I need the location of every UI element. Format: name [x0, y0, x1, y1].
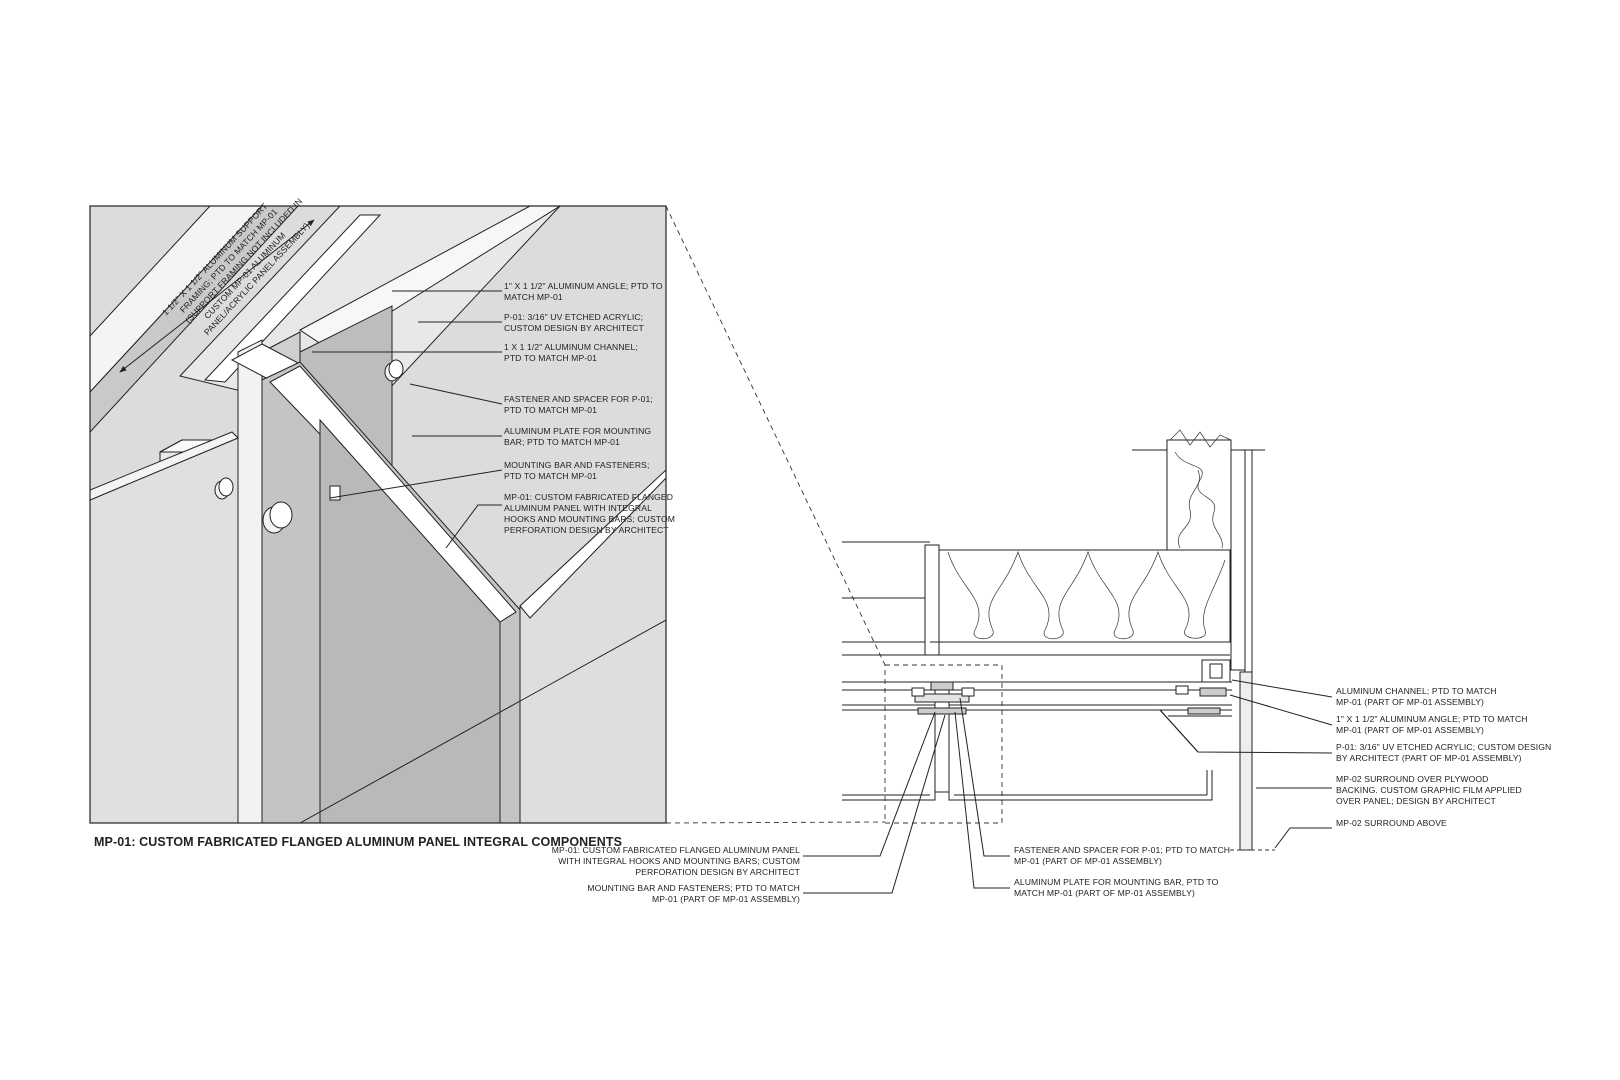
svg-text:PTD TO MATCH MP-01: PTD TO MATCH MP-01 [504, 471, 597, 481]
iso-callout-acrylic: P-01: 3/16" UV ETCHED ACRYLIC; [504, 312, 643, 322]
callout-fastener-section: FASTENER AND SPACER FOR P-01; PTD TO MAT… [1014, 845, 1230, 855]
section-leaders-right [1159, 679, 1333, 849]
section-view: ALUMINUM CHANNEL; PTD TO MATCH MP-01 (PA… [552, 429, 1551, 904]
svg-text:PERFORATION DESIGN BY ARCHITEC: PERFORATION DESIGN BY ARCHITECT [504, 525, 669, 535]
iso-leaders [312, 290, 503, 549]
svg-text:BAR; PTD TO MATCH MP-01: BAR; PTD TO MATCH MP-01 [504, 437, 620, 447]
svg-text:PTD TO MATCH MP-01: PTD TO MATCH MP-01 [504, 353, 597, 363]
wall-stud [1230, 449, 1246, 671]
svg-text:MATCH MP-01 (PART OF MP-01 ASS: MATCH MP-01 (PART OF MP-01 ASSEMBLY) [1014, 888, 1195, 898]
svg-text:PTD TO MATCH MP-01: PTD TO MATCH MP-01 [504, 405, 597, 415]
enlargement-lines [665, 205, 1003, 824]
section-callouts-right: ALUMINUM CHANNEL; PTD TO MATCH MP-01 (PA… [1336, 686, 1551, 828]
mp01-panel-left [90, 437, 239, 823]
svg-text:WITH INTEGRAL HOOKS AND MOUNTI: WITH INTEGRAL HOOKS AND MOUNTING BARS; C… [558, 856, 800, 866]
svg-text:OVER PANEL; DESIGN BY ARCHITEC: OVER PANEL; DESIGN BY ARCHITECT [1336, 796, 1497, 806]
mounting-bar [911, 681, 1221, 793]
svg-text:CUSTOM DESIGN BY ARCHITECT: CUSTOM DESIGN BY ARCHITECT [504, 323, 644, 333]
framing-dimension-arrow [119, 219, 315, 373]
iso-callout-mounting-bar: MOUNTING BAR AND FASTENERS; [504, 460, 649, 470]
callout-plate-section: ALUMINUM PLATE FOR MOUNTING BAR, PTD TO [1014, 877, 1219, 887]
mounting-plate [237, 339, 263, 823]
wall-insulation [1166, 439, 1232, 553]
svg-text:ALUMINUM PANEL WITH INTEGRAL: ALUMINUM PANEL WITH INTEGRAL [504, 503, 652, 513]
iso-callout-angle: 1" X 1 1/2" ALUMINUM ANGLE; PTD TO [504, 281, 663, 291]
iso-callout-fastener: FASTENER AND SPACER FOR P-01; [504, 394, 653, 404]
iso-callout-plate: ALUMINUM PLATE FOR MOUNTING [504, 426, 651, 436]
aluminum-angle [1199, 687, 1227, 697]
enlargement-box [884, 664, 1003, 824]
callout-mounting-bar-section: MOUNTING BAR AND FASTENERS; PTD TO MATCH [587, 883, 800, 893]
isometric-view: 1 1/2" X 1 1/2" ALUMINUM SUPPORT FRAMING… [89, 196, 675, 849]
fastener-spacer-3 [384, 359, 404, 382]
iso-callout-channel: 1 X 1 1/2" ALUMINUM CHANNEL; [504, 342, 638, 352]
svg-text:MP-01 (PART OF MP-01 ASSEMBLY): MP-01 (PART OF MP-01 ASSEMBLY) [1336, 725, 1484, 735]
section-callouts-bottom-left: MP-01: CUSTOM FABRICATED FLANGED ALUMINU… [552, 845, 801, 904]
mp01-panel-section [842, 792, 936, 801]
callout-mp02-above: MP-02 SURROUND ABOVE [1336, 818, 1447, 828]
section-callouts-bottom-mid: FASTENER AND SPACER FOR P-01; PTD TO MAT… [1014, 845, 1230, 898]
svg-text:MP-01 (PART OF MP-01 ASSEMBLY): MP-01 (PART OF MP-01 ASSEMBLY) [1014, 856, 1162, 866]
svg-text:PERFORATION DESIGN BY ARCHITEC: PERFORATION DESIGN BY ARCHITECT [635, 867, 800, 877]
svg-text:MP-01 (PART OF MP-01 ASSEMBLY): MP-01 (PART OF MP-01 ASSEMBLY) [1336, 697, 1484, 707]
iso-title: MP-01: CUSTOM FABRICATED FLANGED ALUMINU… [94, 835, 622, 849]
callout-aluminum-angle: 1" X 1 1/2" ALUMINUM ANGLE; PTD TO MATCH [1336, 714, 1528, 724]
callout-mp02-surround: MP-02 SURROUND OVER PLYWOOD [1336, 774, 1488, 784]
svg-text:HOOKS AND MOUNTING BARS; CUSTO: HOOKS AND MOUNTING BARS; CUSTOM [504, 514, 675, 524]
iso-callout-mp01: MP-01: CUSTOM FABRICATED FLANGED [504, 492, 673, 502]
svg-text:MP-01 (PART OF MP-01 ASSEMBLY): MP-01 (PART OF MP-01 ASSEMBLY) [652, 894, 800, 904]
svg-text:MATCH MP-01: MATCH MP-01 [504, 292, 563, 302]
svg-text:BY ARCHITECT (PART OF MP-01 AS: BY ARCHITECT (PART OF MP-01 ASSEMBLY) [1336, 753, 1522, 763]
iso-callouts: 1" X 1 1/2" ALUMINUM ANGLE; PTD TO MATCH… [504, 281, 675, 535]
fastener-spacer-2 [214, 477, 234, 500]
fastener-spacer [262, 501, 293, 534]
section-leaders-bottom [803, 697, 1010, 894]
callout-aluminum-channel: ALUMINUM CHANNEL; PTD TO MATCH [1336, 686, 1497, 696]
callout-mp01-section: MP-01: CUSTOM FABRICATED FLANGED ALUMINU… [552, 845, 800, 855]
callout-acrylic: P-01: 3/16" UV ETCHED ACRYLIC; CUSTOM DE… [1336, 742, 1551, 752]
svg-text:BACKING. CUSTOM GRAPHIC FILM A: BACKING. CUSTOM GRAPHIC FILM APPLIED [1336, 785, 1522, 795]
